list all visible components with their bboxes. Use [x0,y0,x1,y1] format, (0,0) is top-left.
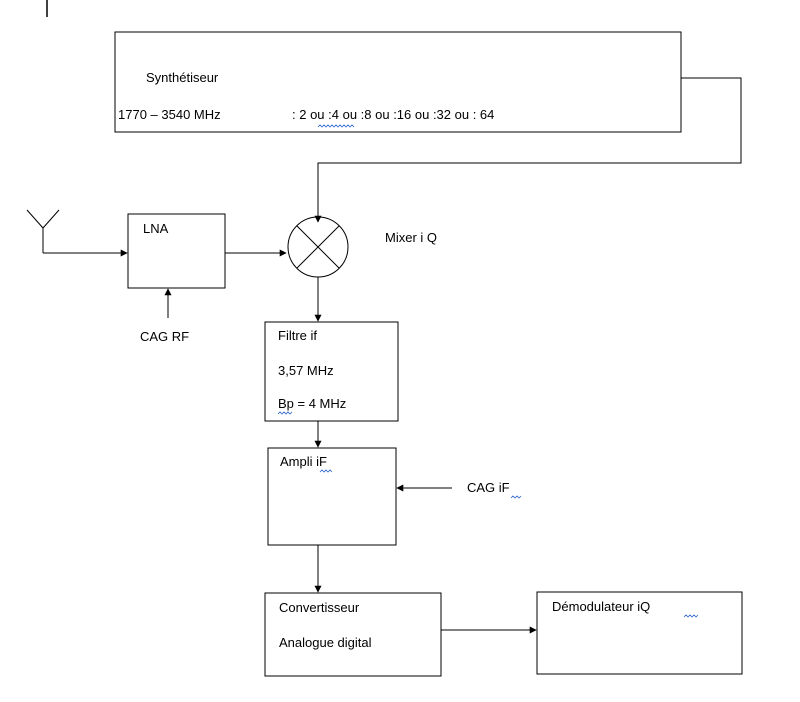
filter-title: Filtre if [278,328,317,343]
spellcheck-underline [683,614,699,618]
synthesizer-range: 1770 – 3540 MHz [118,107,221,122]
ampli-box [267,447,397,546]
filter-box [264,321,399,422]
mixer-label: Mixer i Q [385,230,437,245]
spellcheck-underline [317,124,355,128]
ampli-label: Ampli iF [280,454,327,469]
mixer-icon [287,216,349,278]
filter-bandwidth: Bp = 4 MHz [278,396,346,411]
demodulator-box [536,591,743,675]
spellcheck-underline [277,411,293,415]
converter-block: Convertisseur Analogue digital [264,592,442,677]
antenna-icon [26,209,60,253]
lna-block: LNA [127,213,226,289]
cag-rf-label: CAG RF [140,329,189,344]
filter-block: Filtre if 3,57 MHz Bp = 4 MHz [264,321,399,422]
converter-line2: Analogue digital [279,635,372,650]
spellcheck-underline [319,469,333,473]
synthesizer-dividers: : 2 ou :4 ou :8 ou :16 ou :32 ou : 64 [292,107,494,122]
lna-box [127,213,226,289]
converter-line1: Convertisseur [279,600,360,615]
synth-to-mixer-line [314,77,742,223]
demodulator-block: Démodulateur iQ [536,591,743,675]
filter-frequency: 3,57 MHz [278,363,334,378]
synthesizer-box [114,31,682,133]
synthesizer-block: Synthétiseur 1770 – 3540 MHz : 2 ou :4 o… [114,31,682,133]
synthesizer-title: Synthétiseur [146,70,219,85]
cag-if-label: CAG iF [467,480,510,495]
demodulator-label: Démodulateur iQ [552,599,650,614]
ampli-block: Ampli iF [267,447,397,546]
spellcheck-underline [510,495,522,499]
converter-box [264,592,442,677]
lna-label: LNA [143,221,169,236]
